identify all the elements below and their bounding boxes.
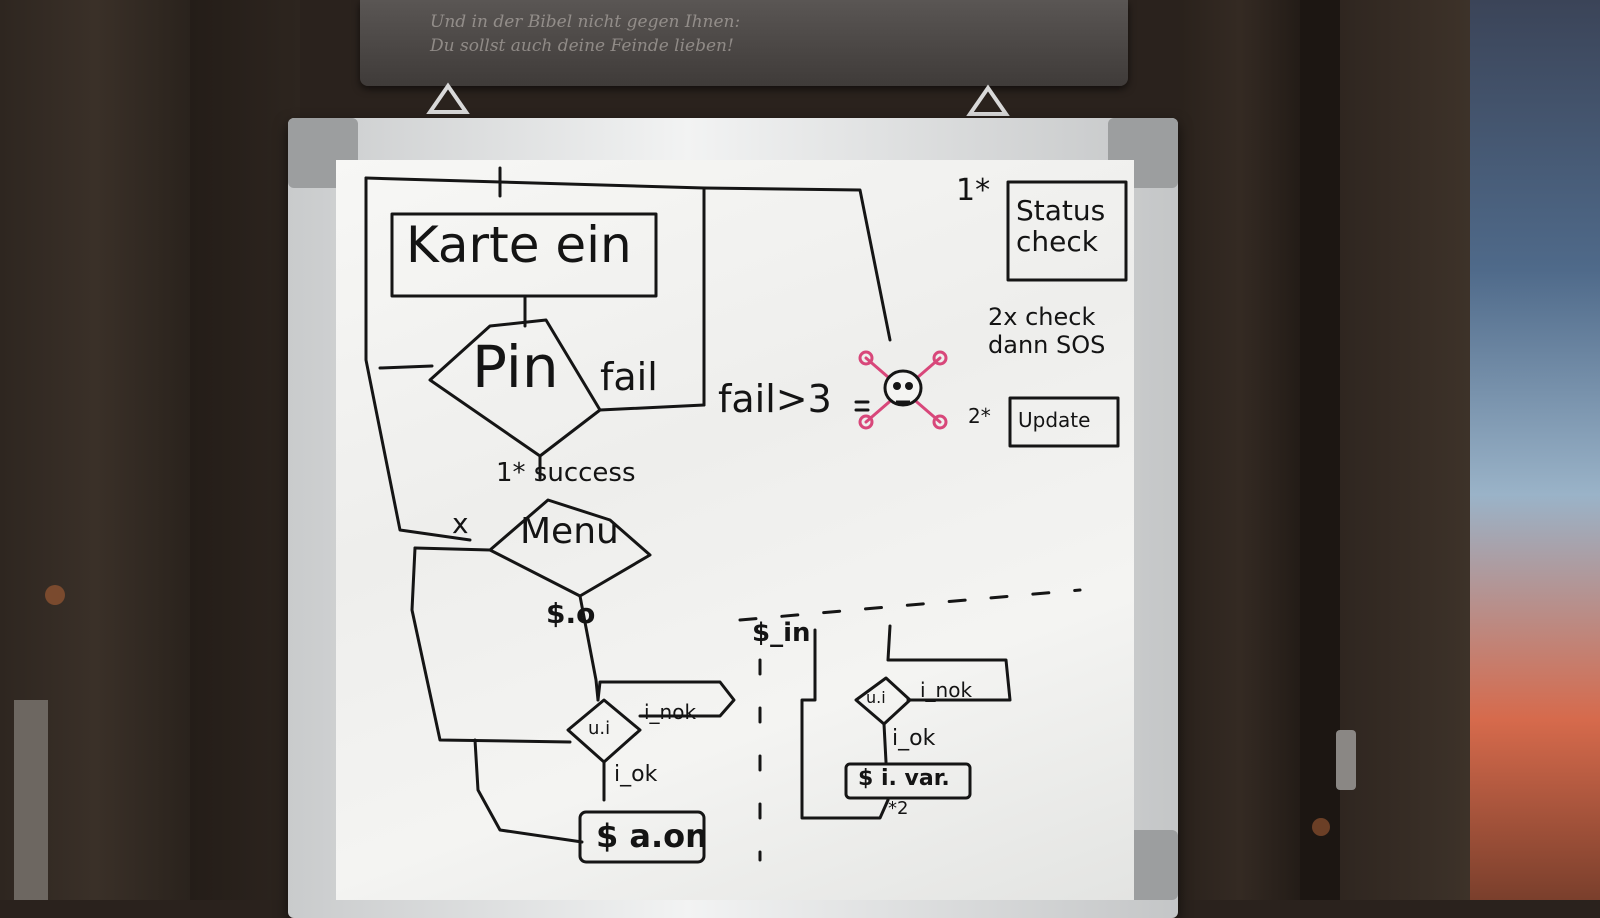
star-mark: *2 — [888, 798, 909, 819]
flow-line — [413, 546, 492, 552]
bolt-head — [1312, 818, 1330, 836]
box-update — [1008, 396, 1120, 448]
flow-line — [364, 176, 472, 542]
plaque-text-line-2: Du sollst auch deine Feinde lieben! — [430, 36, 734, 56]
wall-post — [1300, 0, 1340, 900]
flow-line — [800, 628, 890, 820]
flow-line — [473, 738, 584, 844]
box-karte-ein-label: Karte ein — [406, 216, 632, 274]
wall-plank — [1180, 0, 1300, 900]
success-label: 1* success — [496, 458, 636, 488]
box-cash-on — [578, 810, 706, 864]
plaque-text-line-1: Und in der Bibel nicht gegen Ihnen: — [430, 12, 741, 32]
cash-out-label: $.o — [546, 597, 596, 630]
i-nok-label: i_nok — [644, 700, 697, 724]
diamond-ui — [566, 698, 642, 764]
whiteboard — [336, 160, 1134, 900]
flow-line — [886, 624, 1012, 702]
box-status-check-label: Status check — [1016, 194, 1106, 258]
diamond-menu-label: Menu — [520, 511, 619, 552]
metal-plaque: Und in der Bibel nicht gegen Ihnen: Du s… — [360, 0, 1128, 86]
star-note-2: 2* — [968, 404, 991, 428]
diamond-menu — [488, 498, 652, 598]
box-cash-var-label: $ i. var. — [858, 766, 950, 791]
i-ok-label-2: i_ok — [892, 726, 936, 751]
i-nok-label-2: i_nok — [920, 678, 973, 702]
bolt-head — [45, 585, 65, 605]
cross-mark: x — [452, 507, 469, 540]
fail-label: fail — [600, 355, 658, 399]
diamond-ui-2 — [854, 676, 912, 726]
box-cash-on-label: $ a.on — [596, 817, 708, 855]
diamond-ui-2-label: u.i — [866, 688, 886, 707]
window-view — [1470, 0, 1600, 900]
flow-line — [410, 546, 572, 744]
equals-arrow — [854, 400, 870, 412]
skull-crossbones-icon — [858, 350, 948, 430]
flow-line — [598, 403, 706, 412]
box-status-check — [1006, 180, 1128, 282]
wall-plank — [190, 0, 300, 900]
hanging-hook-right — [966, 84, 1010, 116]
dashed-divider — [738, 588, 1082, 622]
flow-line — [596, 680, 736, 718]
fail-over-three-label: fail>3 — [718, 377, 832, 421]
star-note-1: 1* — [956, 173, 991, 208]
diamond-ui-label: u.i — [588, 718, 611, 739]
box-update-label: Update — [1018, 408, 1091, 432]
door-frame — [1340, 0, 1470, 900]
flow-line — [702, 186, 892, 342]
i-ok-label: i_ok — [614, 762, 658, 787]
flow-line — [882, 722, 888, 764]
diamond-pin-label: Pin — [472, 333, 559, 401]
box-cash-var — [844, 762, 972, 800]
cash-in-label: $_in — [752, 618, 811, 648]
diamond-pin — [428, 318, 602, 458]
flow-line — [378, 364, 434, 370]
hanging-hook-left — [426, 82, 470, 114]
note-check-sos: 2x check dann SOS — [988, 303, 1106, 359]
door-hinge — [14, 700, 48, 900]
latch — [1336, 730, 1356, 790]
